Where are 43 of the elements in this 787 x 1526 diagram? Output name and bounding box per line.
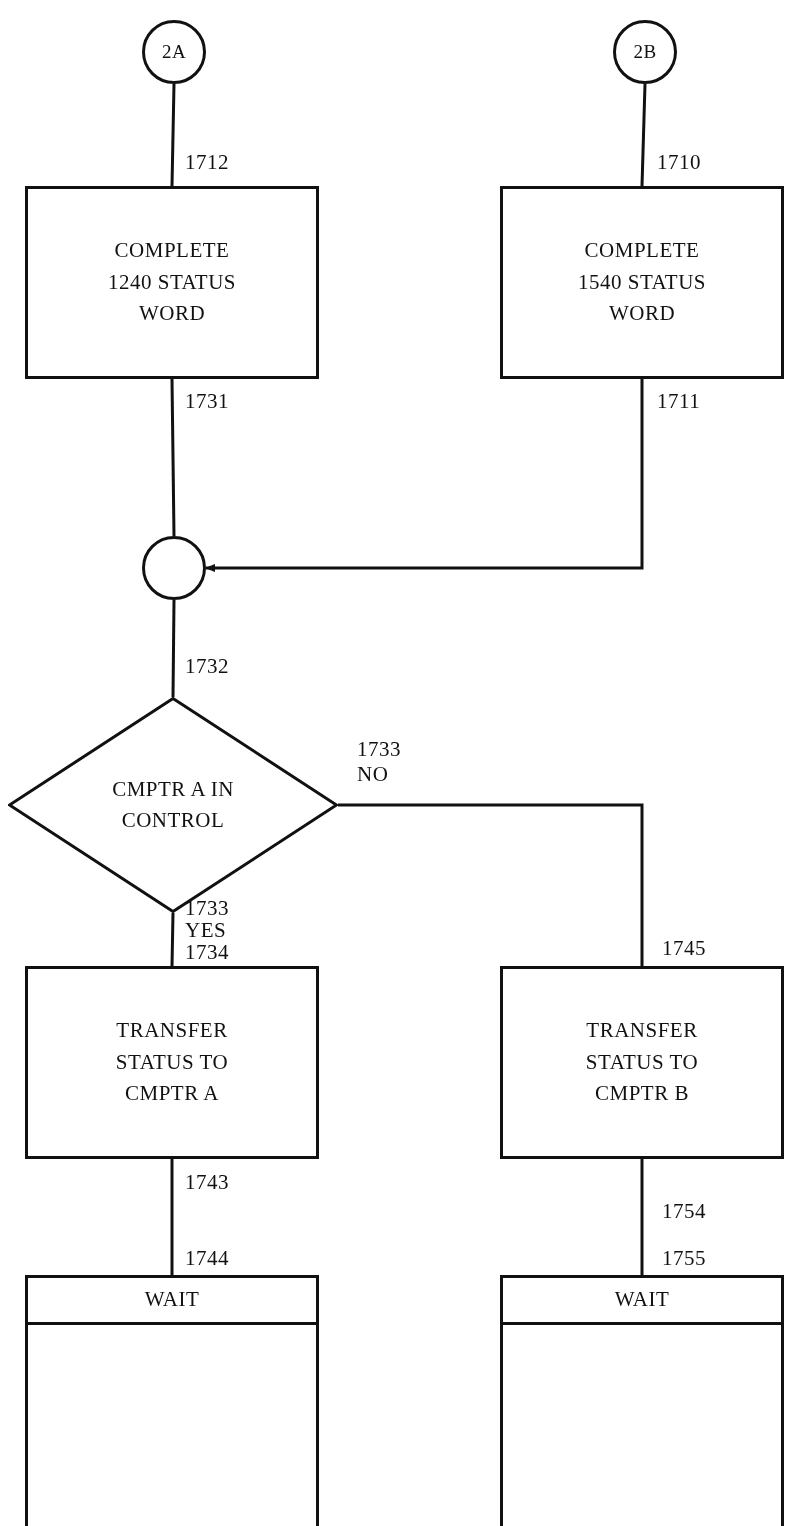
process-box [500,186,784,379]
decision-diamond [8,697,338,913]
flow-line [338,803,644,966]
wait-box [25,1275,319,1526]
line-number: 1745 [662,938,706,959]
node-text: 2B [633,39,657,64]
node-text: 2A [161,39,187,64]
line-number: 1711 [657,391,701,412]
line-number: 1744 [185,1248,229,1269]
node-text: COMPLETE 1540 STATUS WORD [576,237,708,328]
flow-line [170,378,176,537]
node-text: TRANSFER STATUS TO CMPTR A [114,1017,230,1108]
flow-line [171,600,176,697]
edge-label: NO [357,764,389,785]
edge-label: YES [185,920,227,941]
flow-line [170,1159,174,1275]
line-number: 1733 [185,898,229,919]
node-text: WAIT [144,1286,200,1314]
flow-line [640,1159,644,1275]
flow-line [640,83,647,187]
decision-text: CMPTR A IN CONTROL [111,775,235,834]
flow-line [170,912,175,967]
line-number: 1710 [657,152,701,173]
process-box [500,966,784,1159]
node-text: COMPLETE 1240 STATUS WORD [106,237,238,328]
line-number: 1731 [185,391,229,412]
wait-box [500,1275,784,1526]
node-text: TRANSFER STATUS TO CMPTR B [584,1017,700,1108]
junction-circle [142,536,206,600]
process-box [25,186,319,379]
line-number: 1712 [185,152,229,173]
line-number: 1733 [357,739,401,760]
process-box [25,966,319,1159]
flow-line [205,379,644,572]
flow-line [170,83,176,187]
line-number: 1734 [185,942,229,963]
line-number: 1743 [185,1172,229,1193]
connector-circle [613,20,677,84]
connector-circle [142,20,206,84]
line-number: 1755 [662,1248,706,1269]
line-number: 1754 [662,1201,706,1222]
node-text: WAIT [614,1286,670,1314]
line-number: 1732 [185,656,229,677]
